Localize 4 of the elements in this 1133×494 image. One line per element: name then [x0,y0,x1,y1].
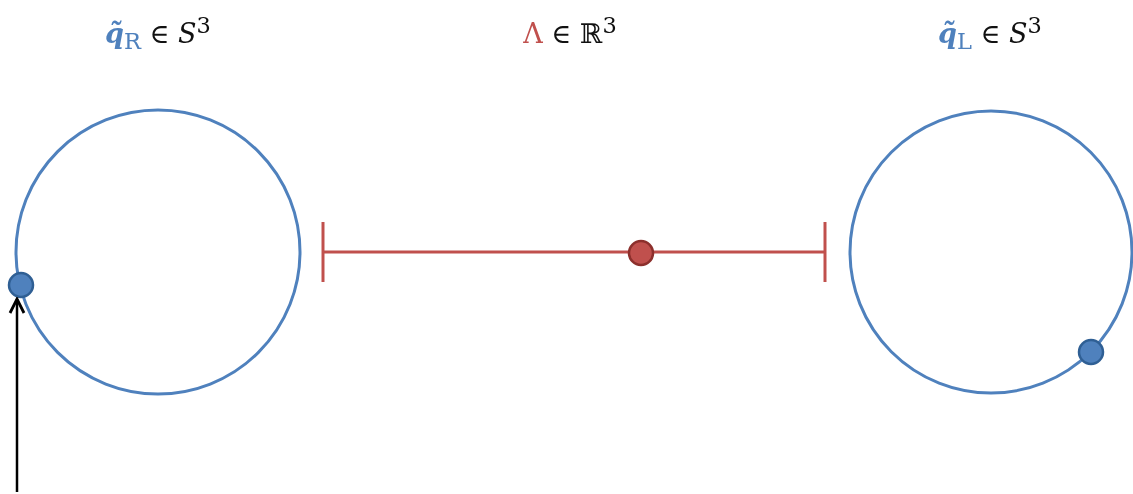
math-label: Λ ∈ ℝ$^{3}$ [523,12,617,49]
arrow [8,297,26,492]
math-label: q̃$_{R}$ ∈ S$^{3}$ [105,12,211,55]
math-label: q̃$_{L}$ ∈ S$^{3}$ [938,12,1042,55]
